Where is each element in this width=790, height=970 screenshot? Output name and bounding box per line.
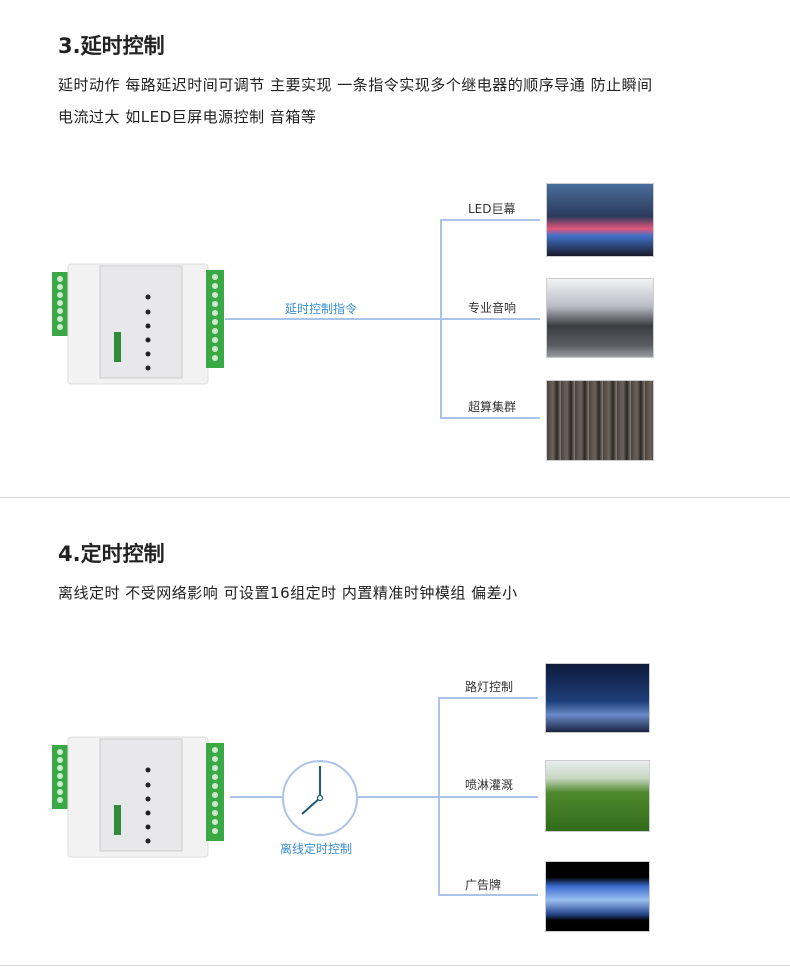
branch-label: 广告牌 [465, 878, 502, 892]
relay-module-image [52, 263, 224, 385]
section3-title: 3.延时控制 [58, 34, 165, 58]
branch-line [440, 318, 540, 320]
branch-label: 路灯控制 [465, 680, 514, 694]
section4-desc: 离线定时 不受网络影响 可设置16组定时 内置精准时钟模组 偏差小 [58, 584, 518, 602]
command-label: 延时控制指令 [285, 302, 358, 316]
branch-line [440, 219, 540, 221]
section3-desc-line2: 电流过大 如LED巨屏电源控制 音箱等 [58, 108, 317, 126]
branch-line [438, 796, 538, 798]
branch-label: LED巨幕 [468, 202, 516, 216]
clock-icon [282, 760, 358, 836]
clock-label: 离线定时控制 [280, 842, 353, 856]
connector-line [225, 318, 440, 320]
section-divider [0, 497, 790, 498]
section3-desc-line1: 延时动作 每路延迟时间可调节 主要实现 一条指令实现多个继电器的顺序导通 防止瞬… [58, 76, 653, 94]
led-screen-photo [546, 183, 654, 257]
server-photo [546, 380, 654, 461]
branch-label: 喷淋灌溉 [465, 778, 514, 792]
section4-title: 4.定时控制 [58, 542, 165, 566]
connector-line [358, 796, 438, 798]
irrigation-photo [545, 760, 650, 832]
speaker-photo [546, 278, 654, 358]
section-divider [0, 965, 790, 966]
streetlight-photo [545, 663, 650, 733]
relay-module-image [52, 736, 224, 858]
branch-label: 专业音响 [468, 301, 517, 315]
billboard-photo [545, 861, 650, 932]
branch-line [438, 697, 538, 699]
branch-label: 超算集群 [468, 400, 517, 414]
connector-line [230, 796, 282, 798]
branch-line [440, 417, 540, 419]
branch-line [438, 894, 538, 896]
